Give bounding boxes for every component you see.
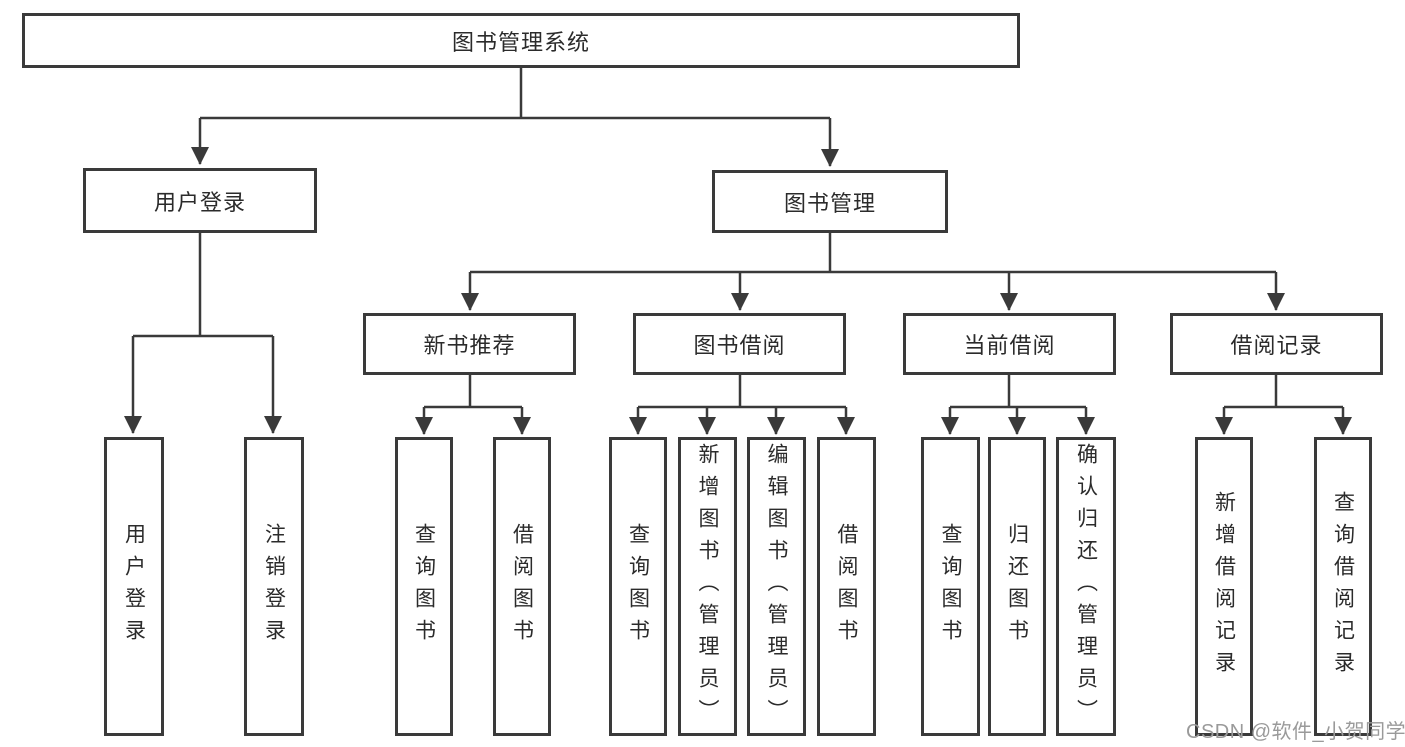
connector-user-login — [124, 233, 282, 434]
leaf-records-query: 查询借阅记录 — [1314, 437, 1372, 736]
node-book-borrow: 图书借阅 — [633, 313, 846, 375]
node-user-login: 用户登录 — [83, 168, 317, 233]
node-current-borrow: 当前借阅 — [903, 313, 1116, 375]
leaf-records-add: 新增借阅记录 — [1195, 437, 1253, 736]
leaf-newbooks-borrow: 借阅图书 — [493, 437, 551, 736]
node-book-management: 图书管理 — [712, 170, 948, 233]
connector-book-borrow — [629, 375, 855, 435]
connector-book-management — [461, 233, 1285, 311]
leaf-logout: 注销登录 — [244, 437, 304, 736]
connector-borrow-records — [1215, 375, 1352, 435]
node-root-system: 图书管理系统 — [22, 13, 1020, 68]
node-borrow-records: 借阅记录 — [1170, 313, 1383, 375]
leaf-current-query: 查询图书 — [921, 437, 980, 736]
connector-new-book-recommend — [415, 375, 531, 435]
connector-root — [191, 68, 839, 167]
leaf-user-login: 用户登录 — [104, 437, 164, 736]
leaf-newbooks-query: 查询图书 — [395, 437, 453, 736]
leaf-current-confirm-admin: 确认归还（管理员） — [1056, 437, 1116, 736]
leaf-borrow-add-admin: 新增图书（管理员） — [678, 437, 737, 736]
leaf-borrow-borrow: 借阅图书 — [817, 437, 876, 736]
leaf-current-return: 归还图书 — [988, 437, 1046, 736]
csdn-watermark: CSDN @软件_小贺同学 — [1186, 721, 1405, 743]
connector-current-borrow — [941, 375, 1095, 435]
leaf-borrow-query: 查询图书 — [609, 437, 667, 736]
node-new-book-recommend: 新书推荐 — [363, 313, 576, 375]
leaf-borrow-edit-admin: 编辑图书（管理员） — [747, 437, 806, 736]
